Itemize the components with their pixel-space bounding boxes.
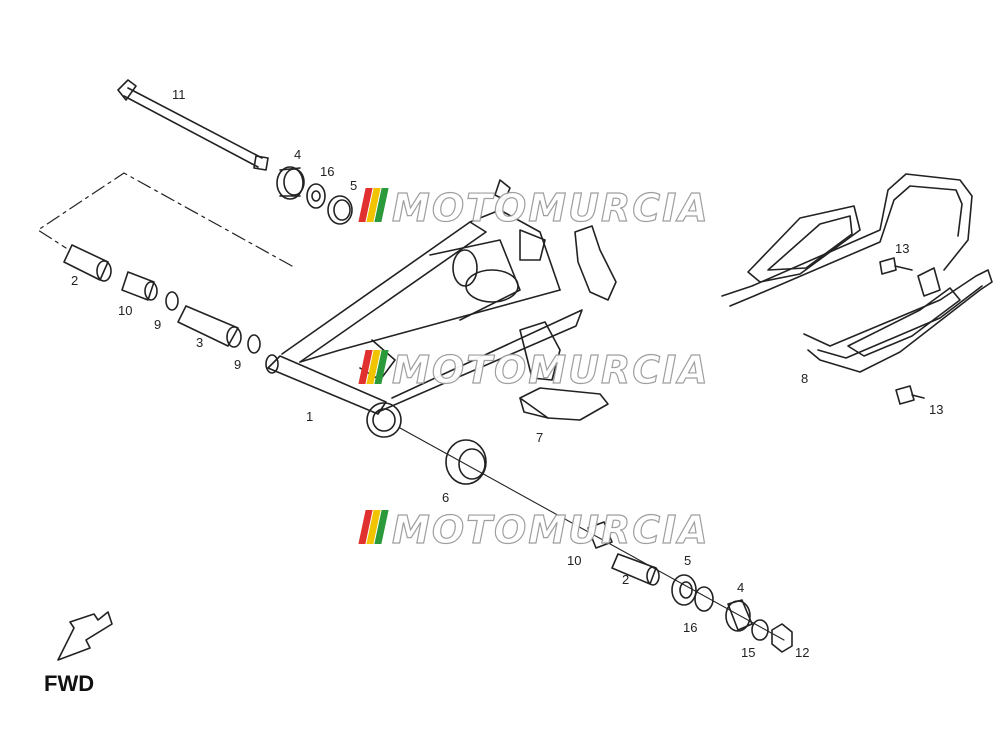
callout-13: 13 — [895, 241, 910, 256]
callout-1: 1 — [306, 409, 314, 424]
part-2-bushing-left — [63, 244, 112, 282]
part-13-bolt-top — [879, 257, 913, 275]
assembly-axis-line-right — [399, 427, 785, 641]
watermark-logo-bottom: MOTOMURCIA — [391, 507, 710, 552]
watermark-logo-middle: MOTOMURCIA — [391, 347, 710, 392]
callout-16: 16 — [683, 620, 698, 635]
part-9-circlip-right — [247, 334, 261, 354]
part-8-footpeg-bar — [721, 173, 993, 373]
callout-16: 16 — [320, 164, 335, 179]
callout-3: 3 — [196, 335, 204, 350]
callout-6: 6 — [442, 490, 450, 505]
part-1-swingarm — [265, 179, 617, 438]
part-11-pivot-bolt — [117, 79, 269, 171]
part-4-bearing-cap-right — [725, 599, 753, 632]
part-2-bushing-right — [611, 553, 660, 586]
callout-2: 2 — [71, 273, 79, 288]
callout-4: 4 — [294, 147, 302, 162]
part-13-bolt-bottom — [895, 385, 925, 405]
callout-5: 5 — [684, 553, 692, 568]
callout-12: 12 — [795, 645, 810, 660]
callout-15: 15 — [741, 645, 756, 660]
callout-10: 10 — [118, 303, 133, 318]
assembly-guide-dashed-left — [37, 172, 293, 267]
forward-arrow-icon — [57, 611, 113, 661]
forward-direction-label: FWD — [44, 671, 95, 696]
part-12-nut — [771, 623, 793, 653]
part-16-washer-top — [306, 183, 326, 209]
callout-7: 7 — [536, 430, 544, 445]
part-10-needle-bearing-right — [587, 521, 613, 549]
callout-8: 8 — [801, 371, 809, 386]
part-6-bearing — [445, 439, 487, 485]
callout-13: 13 — [929, 402, 944, 417]
callout-10: 10 — [567, 553, 582, 568]
watermark-flag-icon — [358, 188, 390, 222]
part-9-circlip-left — [165, 291, 179, 311]
callout-9: 9 — [234, 357, 242, 372]
callout-4: 4 — [737, 580, 745, 595]
part-16-washer-right — [694, 586, 714, 612]
part-3-spacer-tube — [177, 305, 242, 348]
watermark-logo-top: MOTOMURCIA — [391, 185, 710, 230]
part-10-needle-bearing-left — [121, 271, 158, 301]
callout-11: 11 — [172, 87, 186, 102]
part-4-bearing-cap-top — [276, 166, 305, 200]
part-7-chain-guide — [519, 321, 609, 421]
callout-5: 5 — [350, 178, 358, 193]
watermark-flag-icon — [358, 350, 390, 384]
callout-2: 2 — [622, 572, 630, 587]
watermark-flag-icon — [358, 510, 390, 544]
callout-9: 9 — [154, 317, 162, 332]
part-5-seal-right — [671, 574, 697, 606]
part-15-washer — [751, 619, 769, 641]
part-5-seal-top — [327, 195, 353, 225]
